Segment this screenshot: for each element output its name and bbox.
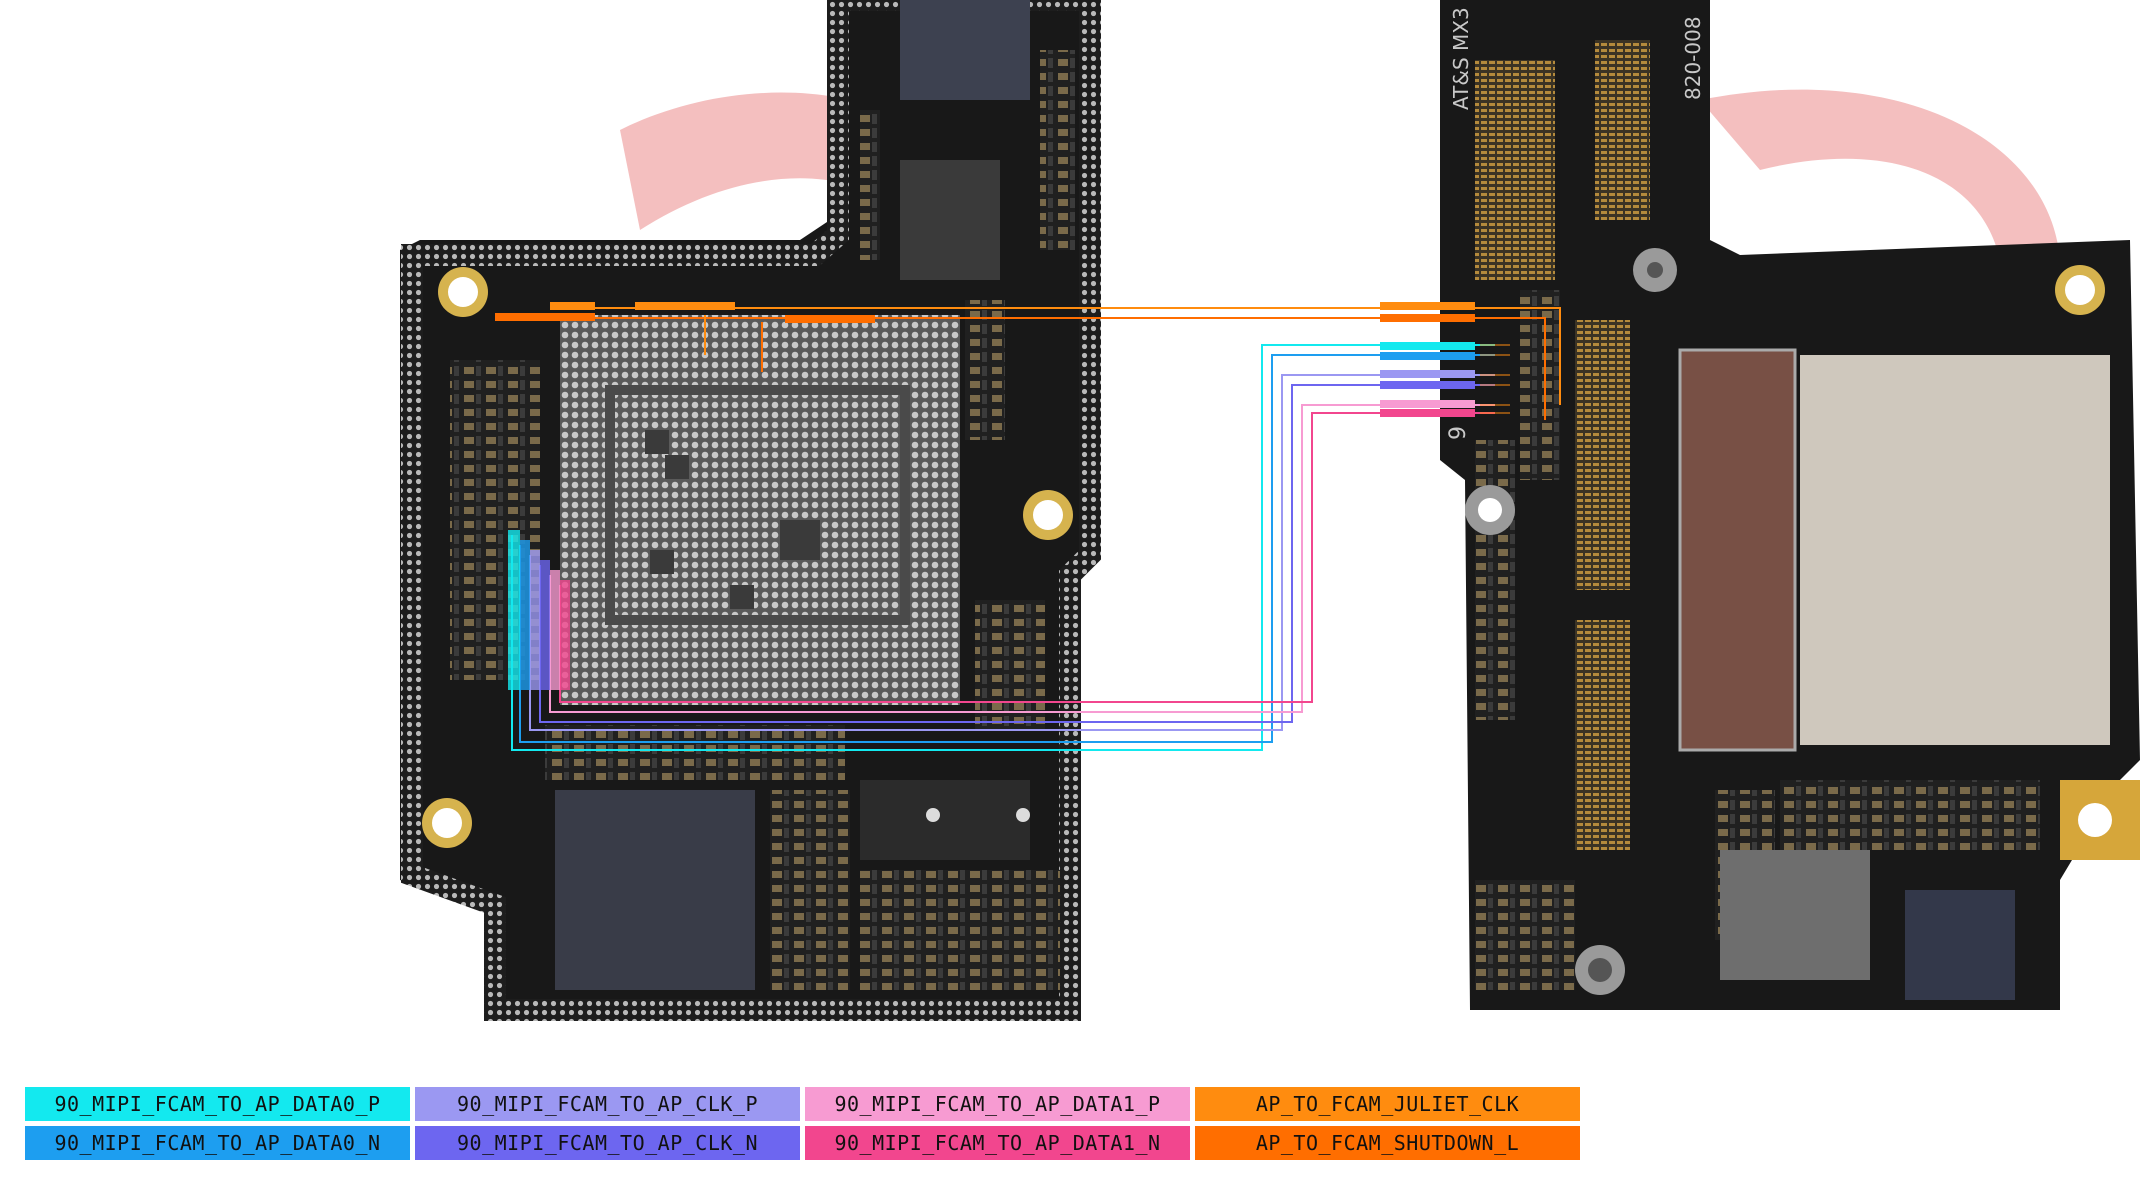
board-text-manufacturer: AT&S MX3 xyxy=(1449,7,1473,110)
board-text-part-number: 820-008 xyxy=(1681,16,1705,100)
net-tags xyxy=(495,302,1475,690)
legend-data0-p: 90_MIPI_FCAM_TO_AP_DATA0_P xyxy=(25,1087,410,1121)
legend-clk-p: 90_MIPI_FCAM_TO_AP_CLK_P xyxy=(415,1087,800,1121)
trace-juliet-clk xyxy=(550,307,1561,405)
trace-shutdown-l xyxy=(550,317,1546,420)
legend-data0-n: 90_MIPI_FCAM_TO_AP_DATA0_N xyxy=(25,1126,410,1160)
net-legend: 90_MIPI_FCAM_TO_AP_DATA0_P 90_MIPI_FCAM_… xyxy=(0,1080,2147,1182)
legend-data1-n: 90_MIPI_FCAM_TO_AP_DATA1_N xyxy=(805,1126,1190,1160)
legend-juliet-clk: AP_TO_FCAM_JULIET_CLK xyxy=(1195,1087,1580,1121)
pcb-diagram: AT&S MX3 820-008 9 xyxy=(400,0,2140,1021)
left-logic-board xyxy=(400,0,1101,1021)
legend-data1-p: 90_MIPI_FCAM_TO_AP_DATA1_P xyxy=(805,1087,1190,1121)
right-logic-board: AT&S MX3 820-008 9 xyxy=(1440,0,2140,1010)
legend-clk-n: 90_MIPI_FCAM_TO_AP_CLK_N xyxy=(415,1126,800,1160)
legend-shutdown-l: AP_TO_FCAM_SHUTDOWN_L xyxy=(1195,1126,1580,1160)
board-text-mark: 9 xyxy=(1446,426,1471,440)
